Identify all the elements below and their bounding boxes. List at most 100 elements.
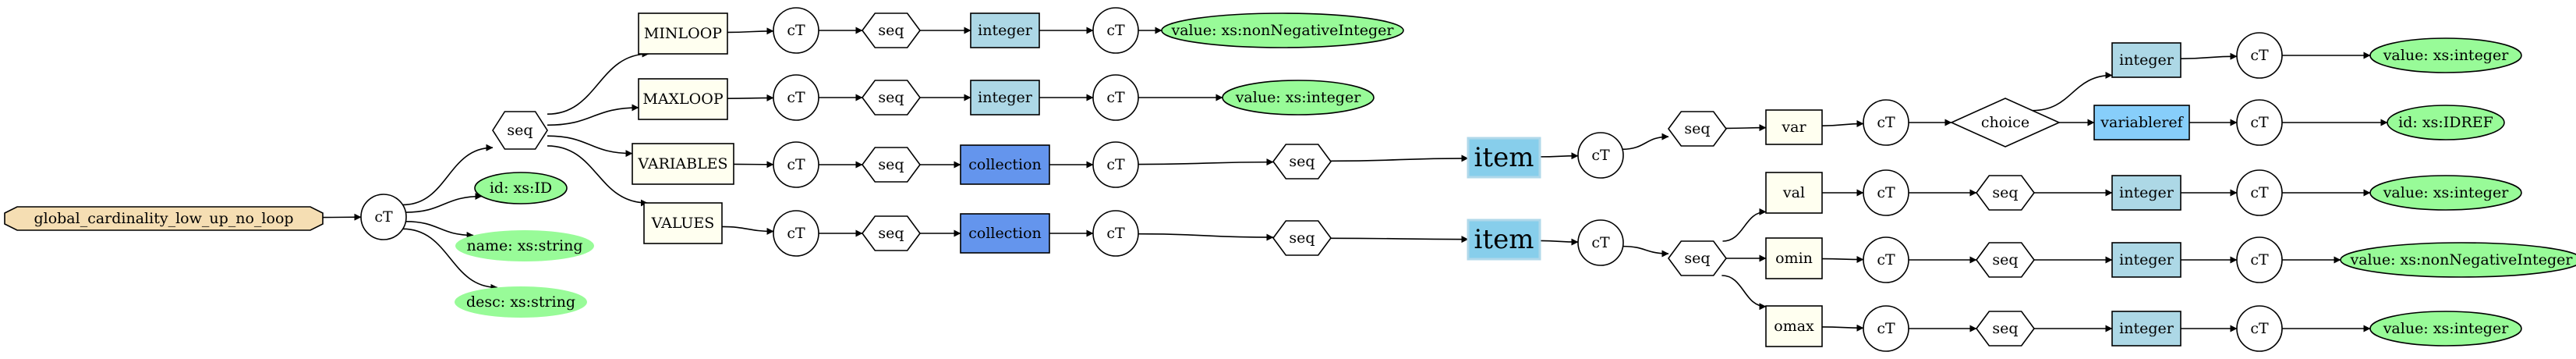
- edge-item_vars-to-ct_iv: [1539, 152, 1579, 160]
- node-values: VALUES: [643, 202, 723, 244]
- node-choice: choice: [1950, 98, 2061, 148]
- node-label: seq: [878, 225, 904, 242]
- node-ct_omin2: cT: [2236, 236, 2283, 283]
- node-seq_vals2: seq: [1272, 220, 1332, 256]
- node-shape: [1092, 141, 1139, 188]
- node-label: item: [1474, 142, 1534, 173]
- node-desc_attr: desc: xs:string: [455, 286, 587, 318]
- node-layer: global_cardinality_low_up_no_loop cT seq id…: [4, 7, 2576, 352]
- edge-ct0-to-name_attr: [405, 221, 474, 240]
- node-label: seq: [1992, 184, 2018, 201]
- edge-seq_vars2-to-item_vars: [1330, 155, 1469, 162]
- node-v_omax: value: xs:integer: [2369, 311, 2522, 347]
- node-shape: [2236, 236, 2283, 283]
- edge-seq_ival-to-val_el: [1722, 208, 1767, 242]
- node-v_val: value: xs:integer: [2369, 175, 2522, 211]
- node-shape: [632, 143, 734, 185]
- node-item_vars: item: [1467, 137, 1541, 179]
- node-shape: [2236, 32, 2283, 79]
- node-label: cT: [787, 156, 805, 173]
- node-label: name: xs:string: [466, 237, 582, 254]
- node-shape: [2111, 311, 2181, 347]
- node-seq_min: seq: [862, 12, 921, 48]
- node-shape: [2340, 242, 2576, 278]
- node-label: omin: [1775, 250, 1813, 267]
- node-label: cT: [374, 208, 393, 226]
- node-label: value: xs:nonNegativeInteger: [2350, 251, 2574, 268]
- node-shape: [2236, 99, 2283, 146]
- node-ct0: cT: [360, 194, 407, 240]
- node-label: VALUES: [651, 215, 715, 232]
- node-id_attr: id: xs:ID: [474, 172, 568, 204]
- node-shape: [960, 213, 1050, 254]
- node-val_min: value: xs:nonNegativeInteger: [1161, 12, 1404, 48]
- node-label: cT: [1106, 22, 1125, 39]
- node-label: cT: [787, 89, 805, 106]
- node-shape: [2111, 42, 2181, 78]
- node-int_choice: integer: [2111, 42, 2181, 78]
- node-label: desc: xs:string: [466, 293, 575, 311]
- edge-ct_vars2-to-seq_vars2: [1138, 158, 1274, 166]
- node-minloop: MINLOOP: [638, 12, 728, 55]
- node-label: value: xs:integer: [2383, 320, 2510, 337]
- node-shape: [1467, 137, 1541, 179]
- node-shape: [1272, 220, 1332, 256]
- node-ct_min2: cT: [1092, 7, 1139, 54]
- node-ct_omax: cT: [1863, 305, 1909, 352]
- node-ct_vr: cT: [2236, 99, 2283, 146]
- node-label: cT: [787, 225, 805, 242]
- node-shape: [960, 144, 1050, 185]
- node-label: seq: [878, 156, 904, 173]
- node-var_el: var: [1765, 109, 1823, 145]
- node-label: id: xs:IDREF: [2398, 114, 2493, 131]
- node-label: seq: [1289, 153, 1315, 170]
- edge-seq_ival-to-omax_el: [1721, 275, 1767, 311]
- node-label: var: [1781, 119, 1806, 136]
- node-label: cT: [1106, 225, 1125, 242]
- node-shape: [2369, 175, 2522, 211]
- node-label: cT: [1877, 251, 1895, 268]
- node-idref: id: xs:IDREF: [2387, 105, 2505, 140]
- node-label: choice: [1981, 114, 2029, 131]
- node-label: MINLOOP: [644, 25, 722, 42]
- node-label: integer: [2119, 251, 2174, 268]
- node-seq_omin: seq: [1976, 242, 2035, 278]
- node-label: MAXLOOP: [642, 91, 723, 108]
- node-label: integer: [2119, 320, 2174, 337]
- node-root: global_cardinality_low_up_no_loop: [4, 206, 324, 231]
- node-int_omax: integer: [2111, 311, 2181, 347]
- node-shape: [2111, 175, 2181, 211]
- node-label: seq: [878, 89, 904, 106]
- node-shape: [2093, 105, 2190, 140]
- edge-seq0-to-minloop: [547, 50, 649, 116]
- node-seq_val: seq: [1976, 175, 2035, 211]
- node-shape: [1092, 210, 1139, 257]
- node-shape: [1765, 237, 1823, 279]
- node-label: cT: [2250, 320, 2269, 337]
- node-ct_vals2: cT: [1092, 210, 1139, 257]
- node-label: val: [1782, 184, 1805, 201]
- node-ct_ic: cT: [2236, 32, 2283, 79]
- node-val_max: value: xs:integer: [1222, 80, 1375, 116]
- node-label: cT: [1877, 114, 1895, 131]
- node-seq_ival: seq: [1668, 240, 1727, 276]
- node-ct_omin: cT: [1863, 236, 1909, 283]
- node-coll_vals: collection: [960, 213, 1050, 254]
- node-int_min: integer: [970, 12, 1040, 48]
- node-shape: [2236, 169, 2283, 216]
- node-shape: [1863, 305, 1909, 352]
- node-shape: [1272, 144, 1332, 180]
- node-label: cT: [787, 22, 805, 39]
- edge-minloop-to-ct_min: [727, 27, 774, 35]
- edge-ct0-to-desc_attr: [402, 228, 498, 291]
- node-label: cT: [2250, 184, 2269, 201]
- edge-omax_el-to-ct_omax: [1821, 324, 1864, 332]
- edge-ct_iv-to-seq_iv: [1622, 133, 1669, 151]
- node-ct_ival: cT: [1577, 219, 1624, 266]
- node-label: seq: [878, 22, 904, 39]
- node-int_max: integer: [970, 80, 1040, 116]
- edge-seq0-to-values: [547, 145, 648, 207]
- node-label: cT: [2250, 47, 2269, 64]
- node-seq_iv: seq: [1668, 111, 1727, 147]
- edge-item_vals-to-ct_ival: [1539, 238, 1579, 246]
